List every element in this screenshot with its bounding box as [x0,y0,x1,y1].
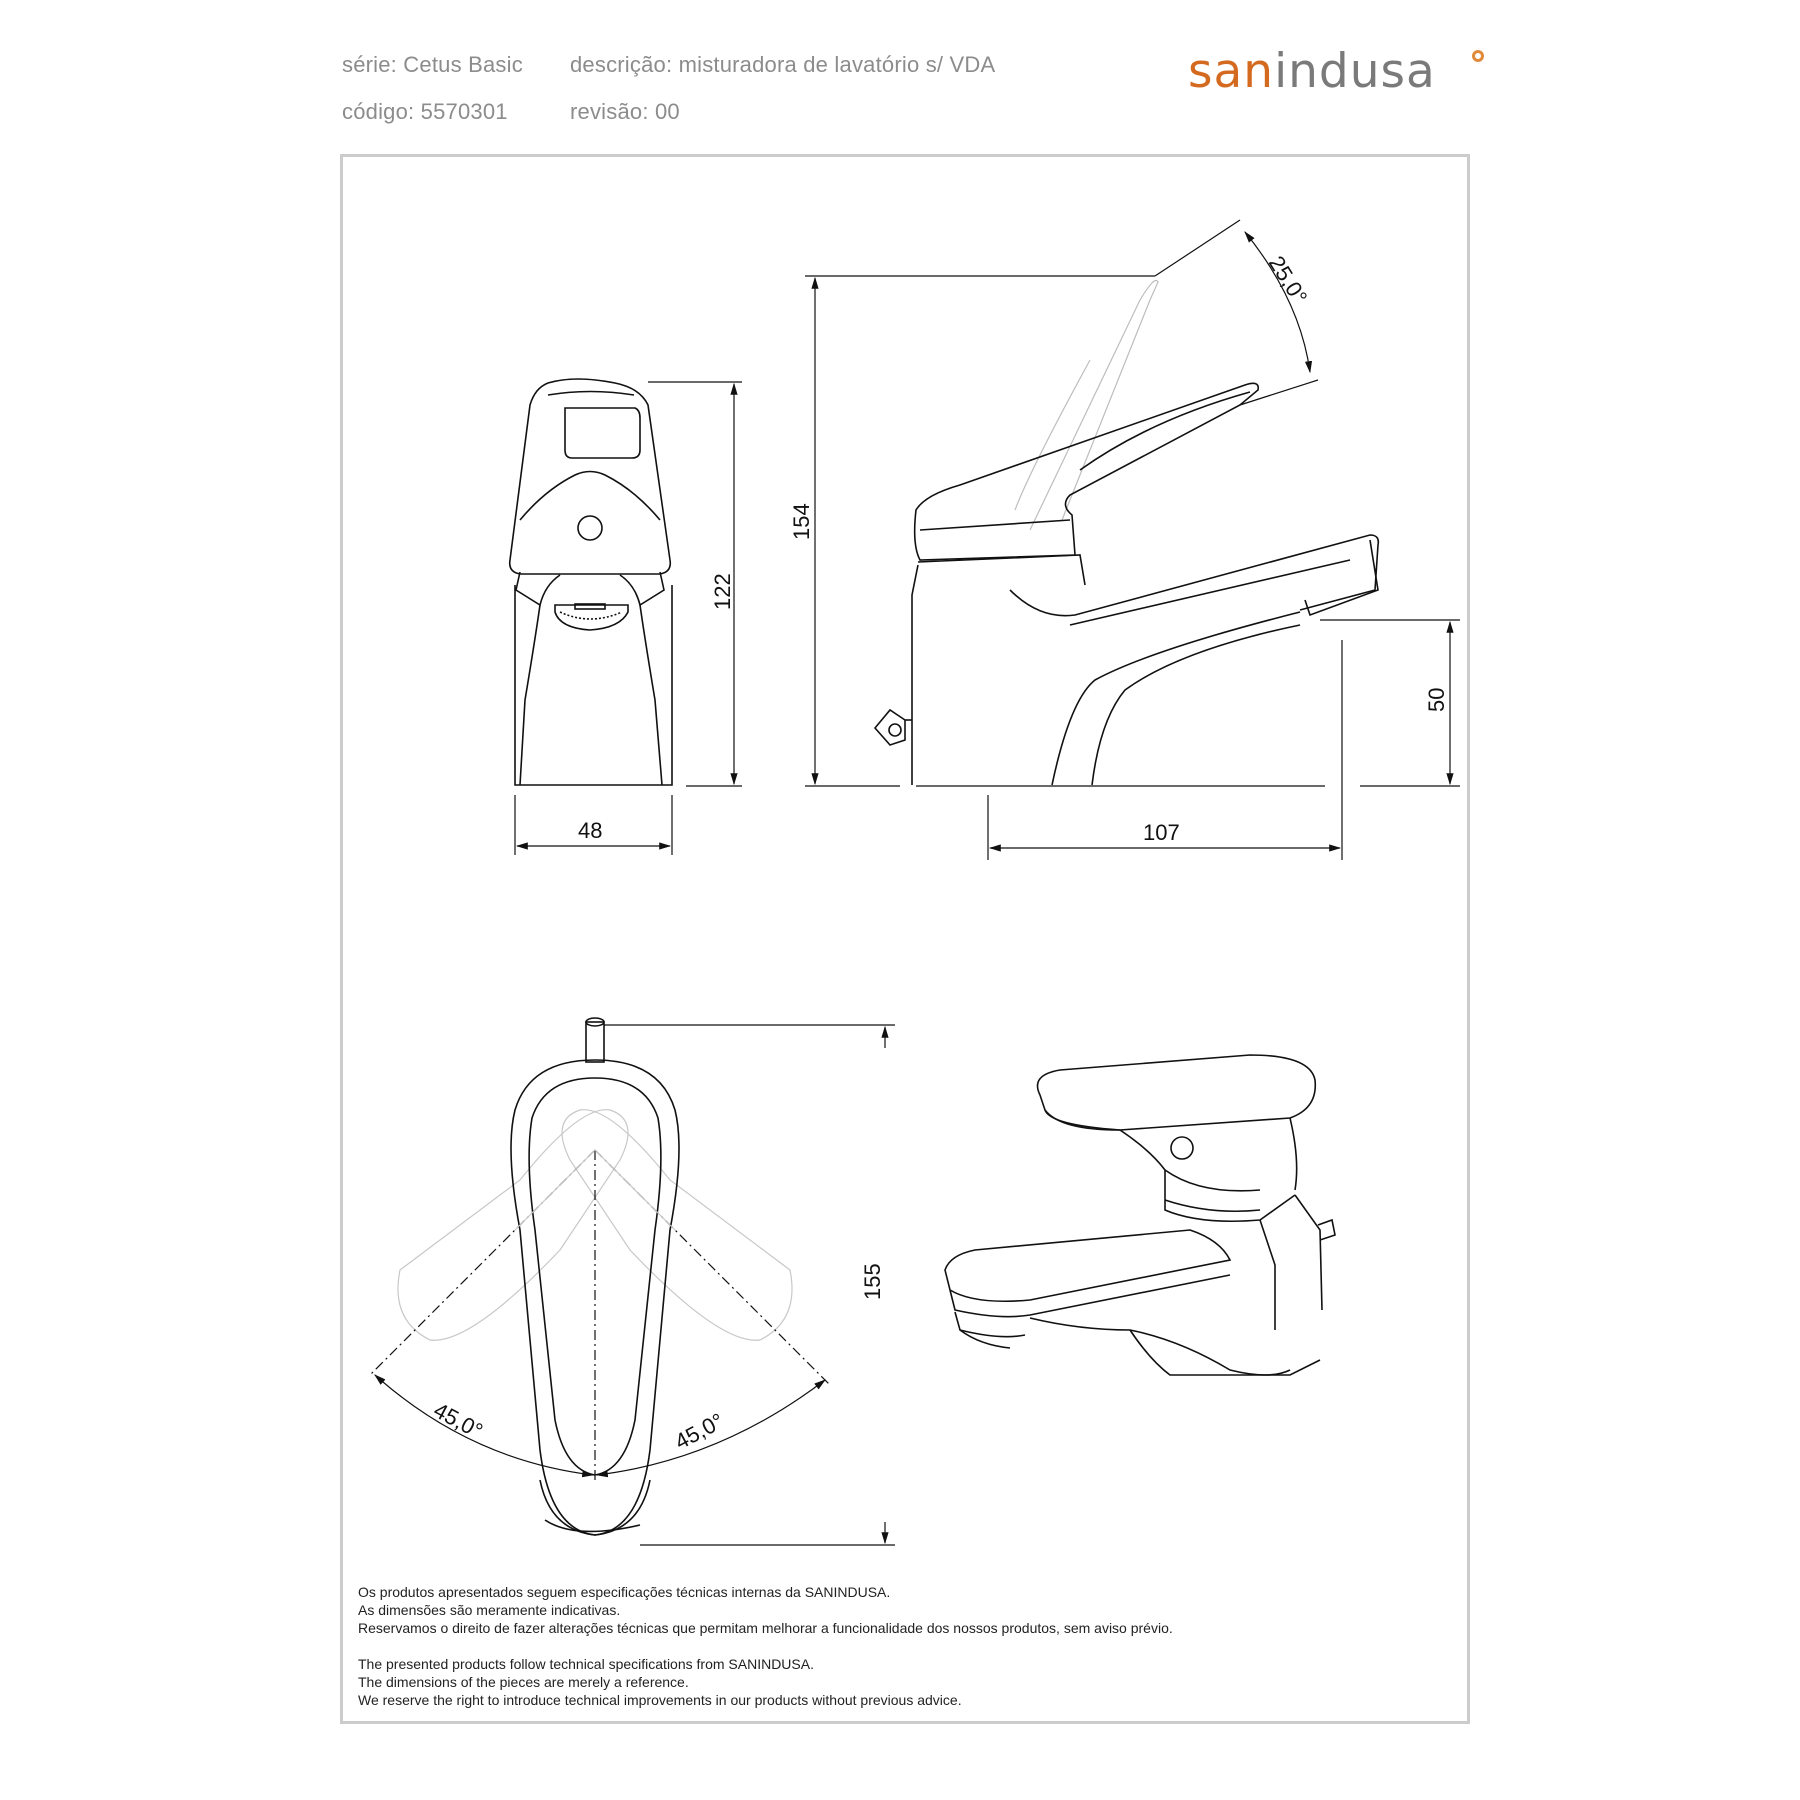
spout-reach-dimension: 107 [1143,820,1180,845]
rotation-right-dimension: 45,0° [671,1408,728,1454]
logo-part-san: san [1188,44,1275,99]
front-dimension-lines [514,381,742,855]
series-label: série: Cetus Basic [342,52,523,77]
note-en-line2: The dimensions of the pieces are merely … [358,1674,689,1690]
front-view [508,378,673,786]
revision-label: revisão: 00 [570,99,680,124]
front-height-dimension: 122 [710,573,735,610]
top-length-dimension: 155 [860,1263,885,1300]
note-en-line1: The presented products follow technical … [358,1656,814,1672]
description-label: descrição: misturadora de lavatório s/ V… [570,52,996,77]
side-height-dimension: 154 [789,503,814,540]
drawing-frame [340,154,1470,1724]
handle-angle-dimension: 25,0° [1264,251,1313,308]
logo-mark-icon [1472,50,1484,62]
top-dimension-lines [369,1024,895,1546]
disclaimer-notes: Os produtos apresentados seguem especifi… [358,1583,1173,1709]
top-view [397,1017,793,1536]
sanindusa-logo: sanindusa [1188,44,1436,99]
code-label: código: 5570301 [342,99,508,124]
isometric-view [944,1054,1336,1376]
spout-height-dimension: 50 [1424,688,1449,712]
side-dimension-lines [805,219,1460,860]
note-pt-line1: Os produtos apresentados seguem especifi… [358,1584,891,1600]
note-pt-line2: As dimensões são meramente indicativas. [358,1602,621,1618]
note-en-line3: We reserve the right to introduce techni… [358,1692,962,1708]
side-view [873,279,1380,786]
front-width-dimension: 48 [578,818,602,843]
note-pt-line3: Reservamos o direito de fazer alterações… [358,1620,1173,1636]
logo-part-indusa: indusa [1274,44,1436,99]
rotation-left-dimension: 45,0° [430,1397,487,1443]
